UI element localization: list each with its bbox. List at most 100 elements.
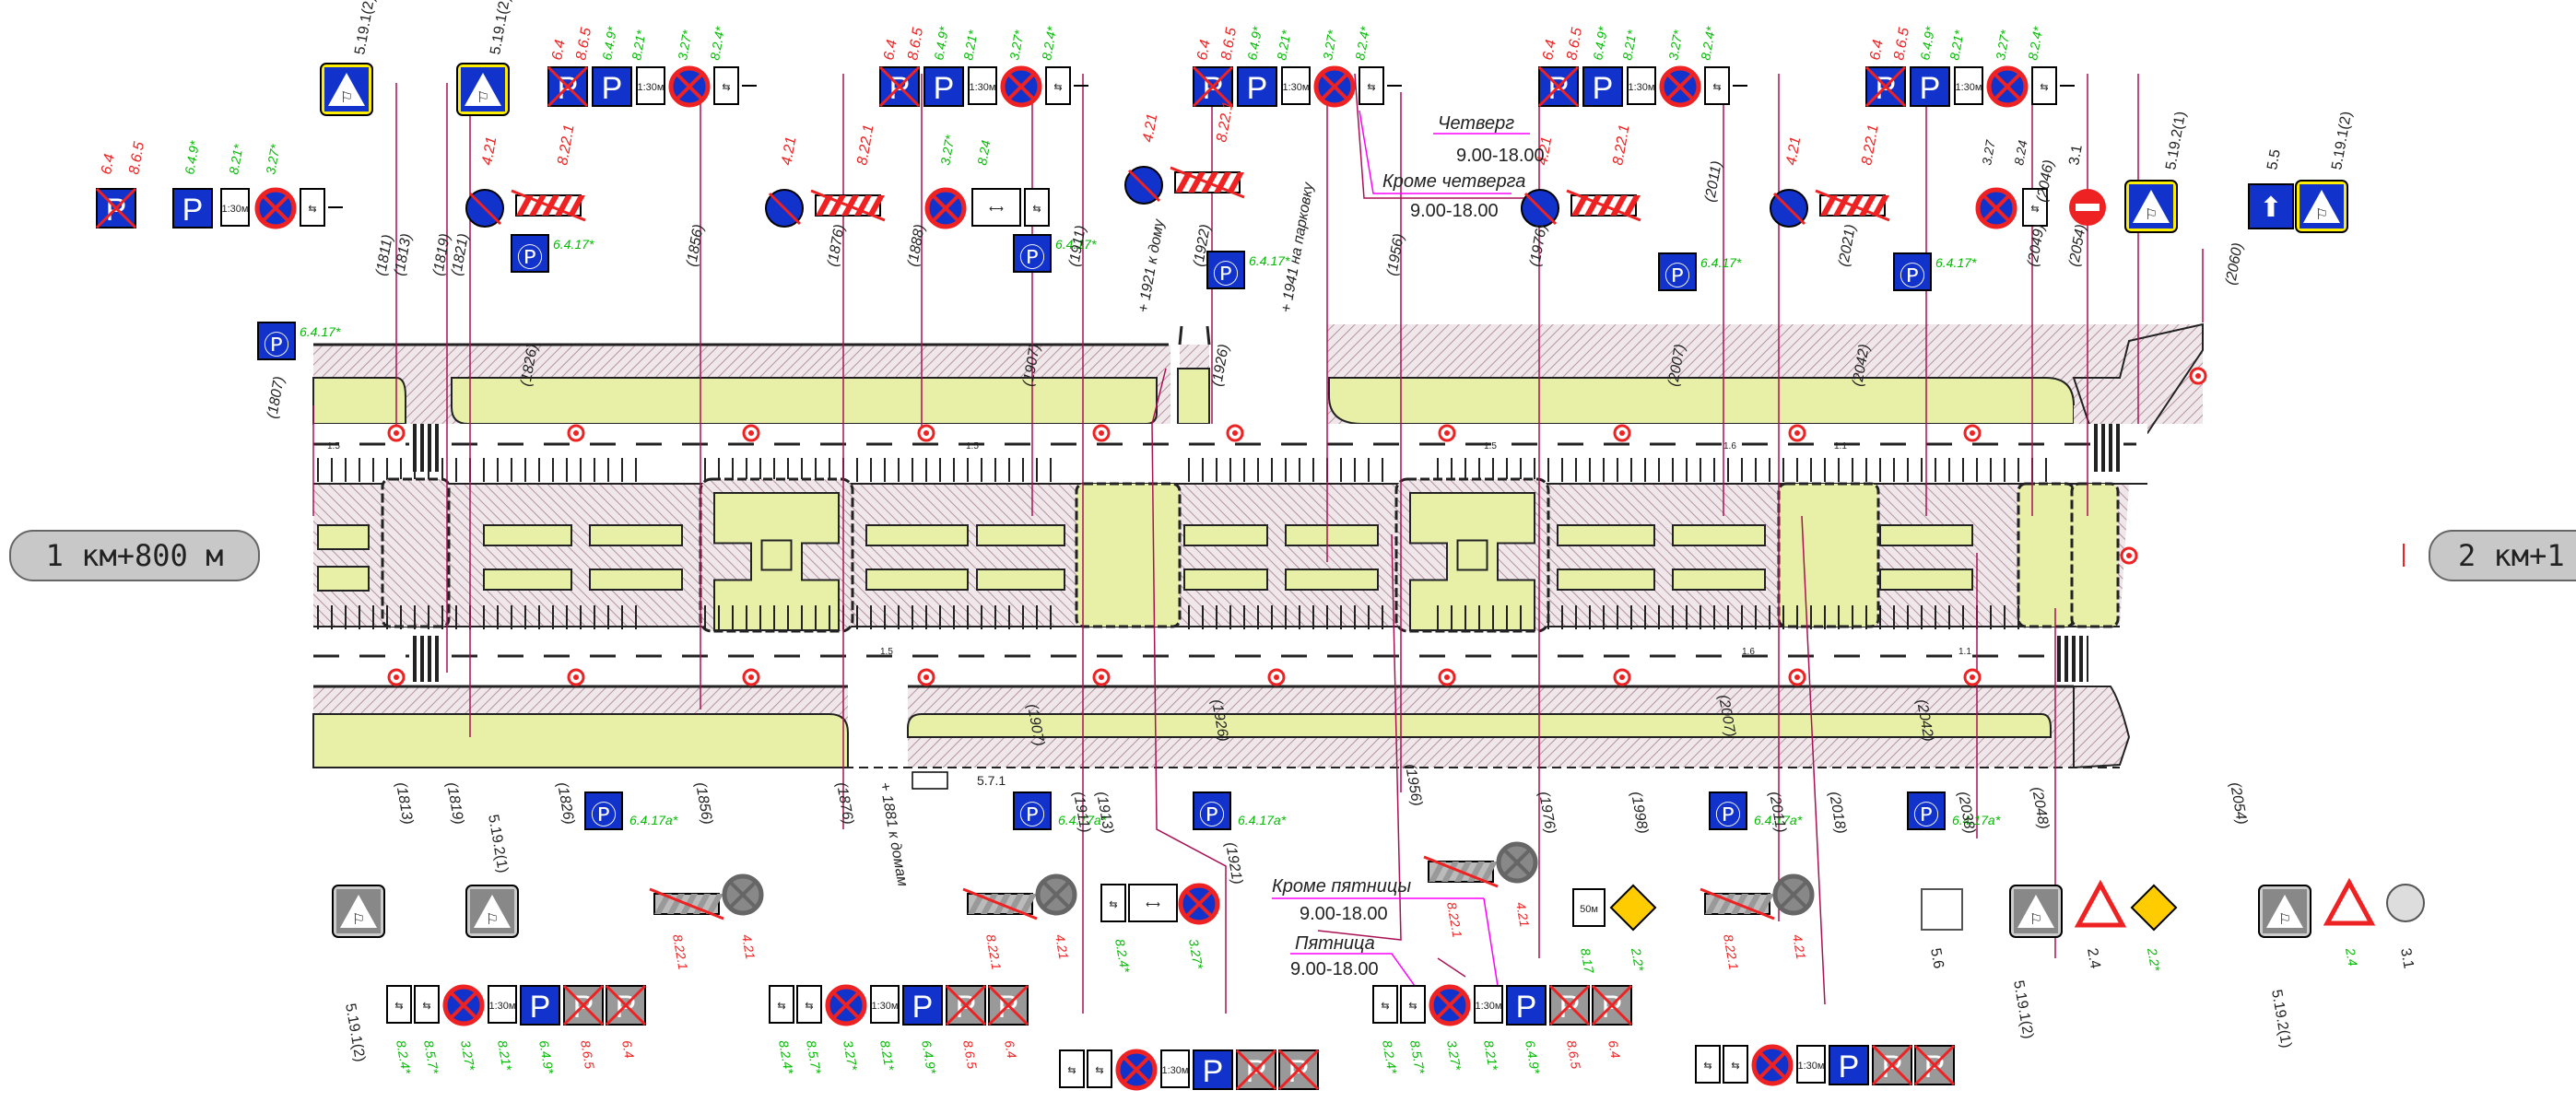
sign-code: 8.6.5: [573, 27, 594, 62]
barrier-stripe: [1480, 862, 1498, 882]
parking-sign-plate: [520, 985, 560, 1026]
picket-label: (1911): [1066, 224, 1089, 267]
sign-code: 2.4: [2084, 947, 2103, 970]
picket-label: (2049): [2025, 223, 2048, 267]
sign-code: 8.2.4*: [1352, 25, 1372, 61]
barrier-stripe: [1019, 894, 1037, 914]
info-plate-frame: [1796, 1045, 1826, 1084]
disabled-parking-sign: [511, 234, 549, 273]
info-plate-frame: [1723, 1045, 1748, 1084]
no-stopping-slash: [1006, 72, 1036, 101]
disabled-parking-letter: Ⓟ: [591, 801, 617, 829]
cross-line: [768, 192, 802, 226]
sign-code: 8.22.1: [1859, 123, 1881, 167]
picket-label: (1813): [393, 781, 416, 826]
info-plate-frame: [2031, 66, 2057, 105]
picket-label: (1876): [833, 781, 856, 826]
sign-code: 6.4.17а*: [1058, 813, 1107, 827]
parking-sign: P: [1582, 66, 1623, 107]
info-plate-frame: [1281, 66, 1311, 105]
info-plate-text: ⇆: [722, 82, 730, 93]
median-island: [317, 524, 370, 550]
parking-letter: P: [602, 71, 623, 106]
disabled-parking-letter: Ⓟ: [264, 331, 289, 359]
info-plate-text: ⇆: [1053, 82, 1062, 93]
sign-code: 8.2.4*: [1039, 25, 1059, 61]
info-plate: ⇆: [1059, 1049, 1085, 1088]
sign-code: 6.4: [549, 39, 569, 62]
info-plate-frame: [414, 985, 440, 1024]
sign-code: 6.4.17а*: [1952, 813, 2001, 827]
lamp-core: [1444, 430, 1450, 436]
parking-sign: P: [1871, 1044, 1913, 1086]
sign-code: 6.4.17*: [553, 237, 594, 252]
picket-label: (1976): [1527, 223, 1550, 267]
sign-code: 6.4.17*: [1700, 255, 1742, 270]
parking-sign: P: [1193, 1049, 1233, 1090]
disabled-parking-letter: Ⓟ: [517, 243, 543, 272]
info-plate-frame: [769, 985, 794, 1024]
sign-code: 8.22.1: [1444, 901, 1465, 939]
median-island: [483, 524, 572, 546]
parking-sign-plate: [1237, 66, 1277, 107]
sign-code: 6.4: [619, 1039, 637, 1060]
sign-code: 3.27*: [1320, 29, 1340, 62]
info-plate: ⇆: [300, 188, 325, 227]
lamp-core: [1619, 674, 1625, 680]
sign-code: 6.4.9*: [182, 139, 202, 175]
sign-code: 6.4.17*: [1935, 255, 1977, 270]
sign-code: 3.27*: [458, 1039, 478, 1073]
lamp-core: [2195, 373, 2201, 379]
schedule-time: 9.00-18.00: [1410, 201, 1499, 221]
lane-code: 1.6: [1742, 647, 1755, 657]
lamp-core: [1274, 674, 1279, 680]
info-plate-frame: [870, 985, 900, 1024]
sign-code: 8.6.5: [578, 1039, 597, 1071]
sign-code: 3.27: [1979, 138, 1998, 167]
info-plate-text: ⇆: [777, 1001, 785, 1012]
pedestrian-triangle: [340, 895, 377, 928]
barrier-stripe: [1429, 862, 1446, 882]
barrier-stripe: [1757, 894, 1774, 914]
cross-line: [1864, 65, 1907, 108]
info-plate: ⇆: [1400, 985, 1426, 1024]
median-island: [483, 569, 572, 591]
sign-code: 5.6: [1927, 947, 1947, 970]
barrier-stripe: [1820, 195, 1838, 216]
median-island: [976, 569, 1065, 591]
sign-code: 8.21*: [1619, 29, 1640, 62]
info-plate-text: ⇆: [1032, 204, 1041, 215]
parking-sign: P: [1591, 984, 1633, 1026]
no-stopping-sign: [442, 984, 485, 1026]
picket-label: (1819): [443, 781, 466, 826]
disabled-parking-letter: Ⓟ: [1900, 262, 1925, 290]
parking-sign: P: [592, 66, 632, 107]
info-plate: 1:30м: [1160, 1049, 1190, 1088]
barrier-stripe: [529, 195, 547, 216]
pedestrian-crossing-sign: ⚐: [2124, 180, 2178, 233]
sign-code: 8.2.4*: [776, 1039, 796, 1075]
road-note: + 1941 на парковку: [1278, 181, 1317, 314]
leader-line: [1801, 515, 1826, 1005]
sign-code: 8.5.7*: [804, 1039, 824, 1075]
sign-code: 6.4.9*: [1244, 25, 1264, 61]
pedestrian-triangle: [2303, 190, 2340, 223]
info-plate-text: ⇆: [1367, 82, 1375, 93]
sign-code: 2.2*: [2145, 946, 2163, 973]
info-plate-text: ⇆: [422, 1001, 430, 1012]
barrier-stripe: [568, 195, 585, 216]
parking-sign-plate: [902, 985, 943, 1026]
km-marker-left: 1 км+800 м: [9, 530, 260, 581]
lane-code: 1.6: [1723, 441, 1736, 451]
parking-sign: P: [878, 65, 921, 108]
schedule-time: 9.00-18.00: [1300, 904, 1388, 924]
sign-code: 3.1: [2397, 947, 2417, 970]
roundabout-sign: [765, 189, 804, 228]
one-way-sign: [912, 771, 948, 790]
disabled-parking-sign: [1893, 252, 1932, 291]
roundabout-center: [760, 539, 793, 571]
parking-sign-plate: [1193, 1049, 1233, 1090]
barrier-stripe: [654, 894, 672, 914]
